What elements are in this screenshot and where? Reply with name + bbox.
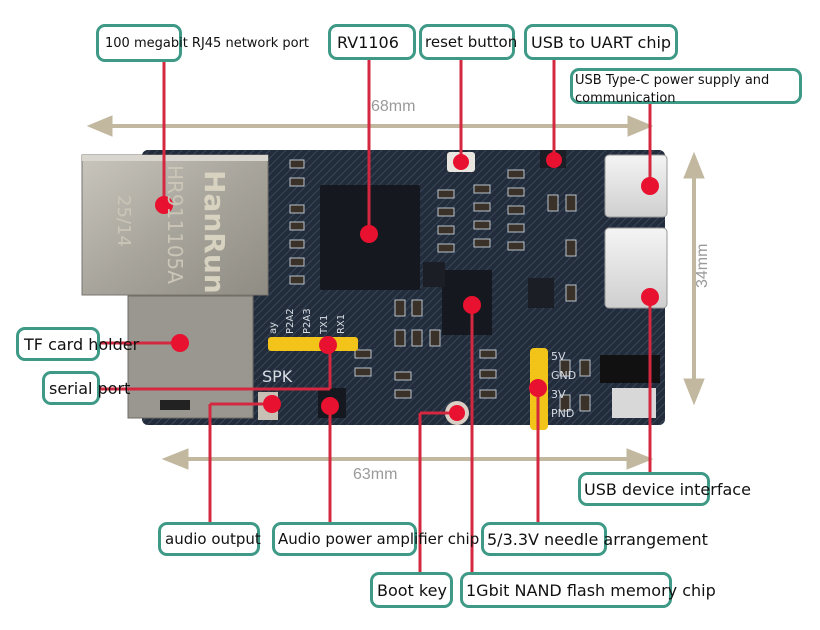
dimension-right: 34mm [694,243,711,288]
label-amp: Audio power amplifier chip [272,522,479,556]
label-serial: serial port [42,371,130,405]
label-rj45-text: 100 megabit RJ45 network port [105,35,310,51]
label-tf-card-text: TF card holder [24,334,140,354]
label-nand: 1Gbit NAND flash memory chip [460,572,716,608]
label-header-text: 5/3.3V needle arrangement [487,529,708,549]
power-pin-label: 5V [551,350,566,363]
label-nand-text: 1Gbit NAND flash memory chip [466,580,716,600]
rj45-connector [81,154,269,296]
label-boot: Boot key [370,572,453,608]
label-usb-uart-text: USB to UART chip [531,32,672,52]
label-usb-device-text: USB device interface [584,479,751,499]
rj45-date: 25/14 [113,195,134,247]
dim-arrow-right [683,151,705,406]
label-soc-text: RV1106 [337,32,399,52]
label-usb-uart: USB to UART chip [524,24,678,60]
dim-arrow-bottom [161,448,654,470]
label-reset-text: reset button [425,33,518,51]
serial-header [268,337,358,351]
dimension-bottom: 63mm [353,466,398,483]
label-reset: reset button [419,24,518,60]
power-pin-label: 3V [551,388,566,401]
rj45-model: HR911105A [163,165,187,284]
label-audio-out-text: audio output [165,530,261,548]
pin-label: P2A3 [302,308,313,334]
rj45-brand: HanRun [198,170,231,294]
label-soc: RV1106 [328,24,416,60]
usbc-bottom [604,227,668,309]
dimension-top: 68mm [371,98,416,115]
label-rj45: 100 megabit RJ45 network port [96,24,309,62]
spk-label: SPK [262,367,293,386]
label-boot-text: Boot key [377,580,447,600]
label-header: 5/3.3V needle arrangement [481,522,708,556]
label-tf-card: TF card holder [16,327,139,361]
pin-label: P2A2 [285,308,296,334]
power-pin-label: GND [551,369,576,382]
pin-label: TX1 [319,315,330,335]
label-type-c: USB Type-C power supply and communicatio… [570,68,802,106]
markers [155,152,659,421]
label-usb-device: USB device interface [578,472,751,506]
tf-card-holder [127,295,254,419]
label-amp-text: Audio power amplifier chip [278,530,480,548]
label-serial-text: serial port [49,378,131,398]
power-pin-label: PND [551,407,574,420]
label-audio-out: audio output [158,522,261,556]
pin-label: RX1 [336,314,347,334]
pin-label: ay [268,322,279,334]
leader-lines [100,58,652,575]
label-type-c-text: USB Type-C power supply and communicatio… [575,73,770,106]
